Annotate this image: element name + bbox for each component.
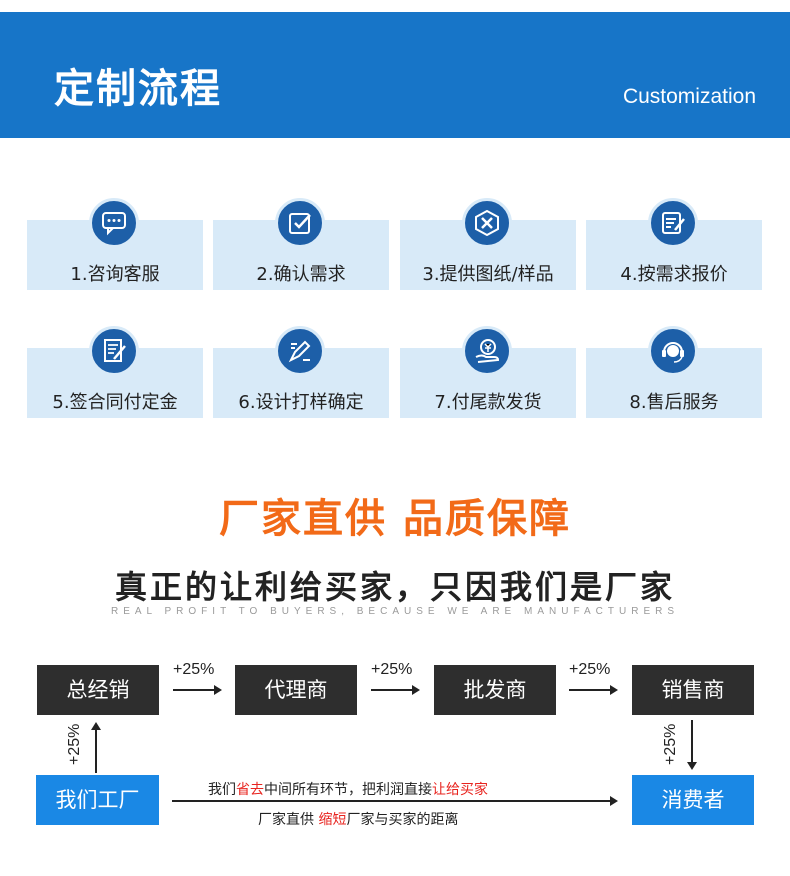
sub-slogan: 真正的让利给买家，只因我们是厂家: [114, 568, 675, 606]
step-label: 7.付尾款发货: [434, 392, 542, 413]
note-highlight: 缩短: [318, 812, 347, 828]
step-final-payment: 7.付尾款发货: [400, 326, 576, 418]
design-pencil-icon: [275, 326, 325, 376]
chain-box-general-distributor: 总经销: [37, 665, 159, 715]
right-arrow-icon: [569, 685, 618, 695]
headset-icon: [648, 326, 698, 376]
english-slogan: REAL PROFIT TO BUYERS, BECAUSE WE ARE MA…: [110, 606, 680, 617]
header-banner: 定制流程 Customization: [0, 12, 790, 138]
step-label: 3.提供图纸/样品: [422, 264, 554, 285]
tools-icon: [462, 198, 512, 248]
step-label: 2.确认需求: [256, 264, 346, 285]
right-arrow-icon: [371, 685, 420, 695]
down-arrow-icon: [687, 720, 697, 770]
step-quote: 4.按需求报价: [586, 198, 762, 290]
markup-label: +25%: [173, 661, 215, 678]
note-text: 中间所有环节，把利润直接: [264, 782, 432, 798]
chain-box-agent: 代理商: [235, 665, 357, 715]
step-provide-drawings: 3.提供图纸/样品: [400, 198, 576, 290]
step-design-sample: 6.设计打样确定: [213, 326, 389, 418]
chain-box-wholesaler: 批发商: [434, 665, 556, 715]
page-subtitle: Customization: [622, 85, 756, 108]
step-label: 4.按需求报价: [620, 264, 728, 285]
payment-hand-icon: [462, 326, 512, 376]
note-text: 厂家与买家的距离: [346, 812, 459, 828]
consumer-box: 消费者: [632, 775, 754, 825]
note-highlight: 让给买家: [432, 782, 488, 798]
markup-label: +25%: [371, 661, 413, 678]
note-text: 厂家直供: [258, 812, 319, 828]
step-consult: 1.咨询客服: [27, 198, 203, 290]
step-label: 1.咨询客服: [70, 264, 160, 285]
direct-note-bottom: 厂家直供 缩短厂家与买家的距离: [258, 809, 458, 829]
main-slogan: 厂家直供 品质保障: [219, 496, 571, 542]
right-arrow-icon: [173, 685, 222, 695]
chain-box-retailer: 销售商: [632, 665, 754, 715]
checkbox-icon: [275, 198, 325, 248]
document-edit-icon: [648, 198, 698, 248]
direct-note-top: 我们省去中间所有环节，把利润直接让给买家: [208, 779, 488, 799]
chat-icon: [89, 198, 139, 248]
step-label: 6.设计打样确定: [238, 392, 364, 413]
markup-label-vertical: +25%: [66, 723, 83, 765]
direct-arrow-icon: [172, 796, 618, 806]
step-confirm: 2.确认需求: [213, 198, 389, 290]
up-arrow-icon: [91, 722, 101, 773]
page-title: 定制流程: [54, 66, 222, 112]
markup-label-vertical: +25%: [662, 723, 679, 765]
factory-box: 我们工厂: [36, 775, 159, 825]
step-label: 5.签合同付定金: [52, 392, 178, 413]
step-label: 8.售后服务: [629, 392, 719, 413]
step-after-sales: 8.售后服务: [586, 326, 762, 418]
step-contract: 5.签合同付定金: [27, 326, 203, 418]
note-text: 我们: [208, 782, 236, 798]
contract-icon: [89, 326, 139, 376]
markup-label: +25%: [569, 661, 611, 678]
note-highlight: 省去: [236, 782, 264, 798]
